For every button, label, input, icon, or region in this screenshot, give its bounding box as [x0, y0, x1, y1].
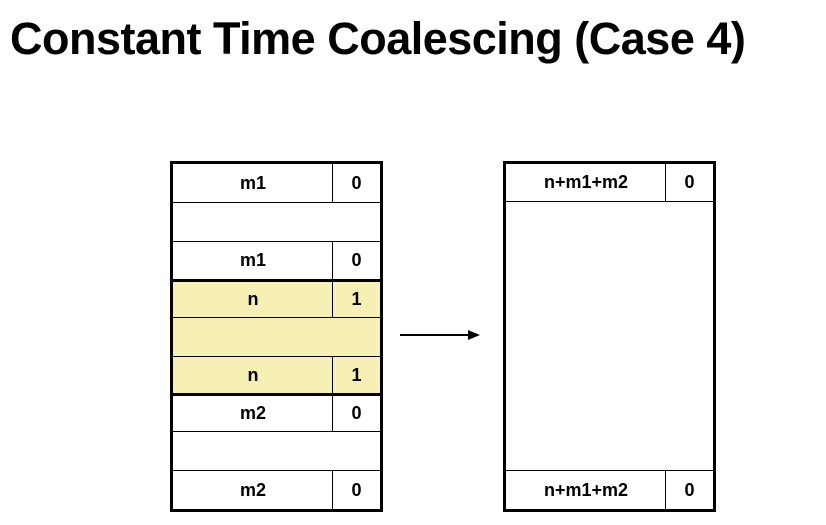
prev-block-footer: m1 0	[173, 241, 380, 279]
alloc-flag: 0	[665, 164, 713, 201]
before-heap-diagram: m1 0 m1 0 n 1 n 1 m2 0 m2 0	[170, 161, 383, 512]
alloc-flag: 0	[665, 471, 713, 509]
size-field: m2	[239, 479, 266, 500]
alloc-flag: 0	[332, 164, 380, 202]
current-block-header: n 1	[173, 279, 380, 317]
next-block-payload	[173, 431, 380, 470]
coalesced-block-footer: n+m1+m2 0	[506, 470, 713, 509]
alloc-flag: 1	[332, 357, 380, 393]
next-block-footer: m2 0	[173, 470, 380, 509]
after-heap-diagram: n+m1+m2 0 n+m1+m2 0	[503, 161, 716, 512]
size-field: m1	[239, 250, 266, 270]
size-field: n	[247, 364, 259, 385]
alloc-flag: 1	[332, 282, 380, 317]
size-field: n+m1+m2	[543, 172, 629, 192]
prev-block-payload	[173, 202, 380, 241]
size-field: m2	[239, 403, 266, 423]
current-block-footer: n 1	[173, 356, 380, 393]
current-block-payload	[173, 317, 380, 356]
alloc-flag: 0	[332, 242, 380, 279]
size-field: n	[247, 289, 259, 309]
page-title: Constant Time Coalescing (Case 4)	[10, 13, 746, 64]
next-block-header: m2 0	[173, 393, 380, 431]
alloc-flag: 0	[332, 396, 380, 431]
right-arrow-icon	[400, 330, 480, 340]
coalesced-block-header: n+m1+m2 0	[506, 164, 713, 202]
prev-block-header: m1 0	[173, 164, 380, 202]
size-field: m1	[239, 172, 266, 193]
alloc-flag: 0	[332, 471, 380, 509]
size-field: n+m1+m2	[543, 479, 629, 500]
